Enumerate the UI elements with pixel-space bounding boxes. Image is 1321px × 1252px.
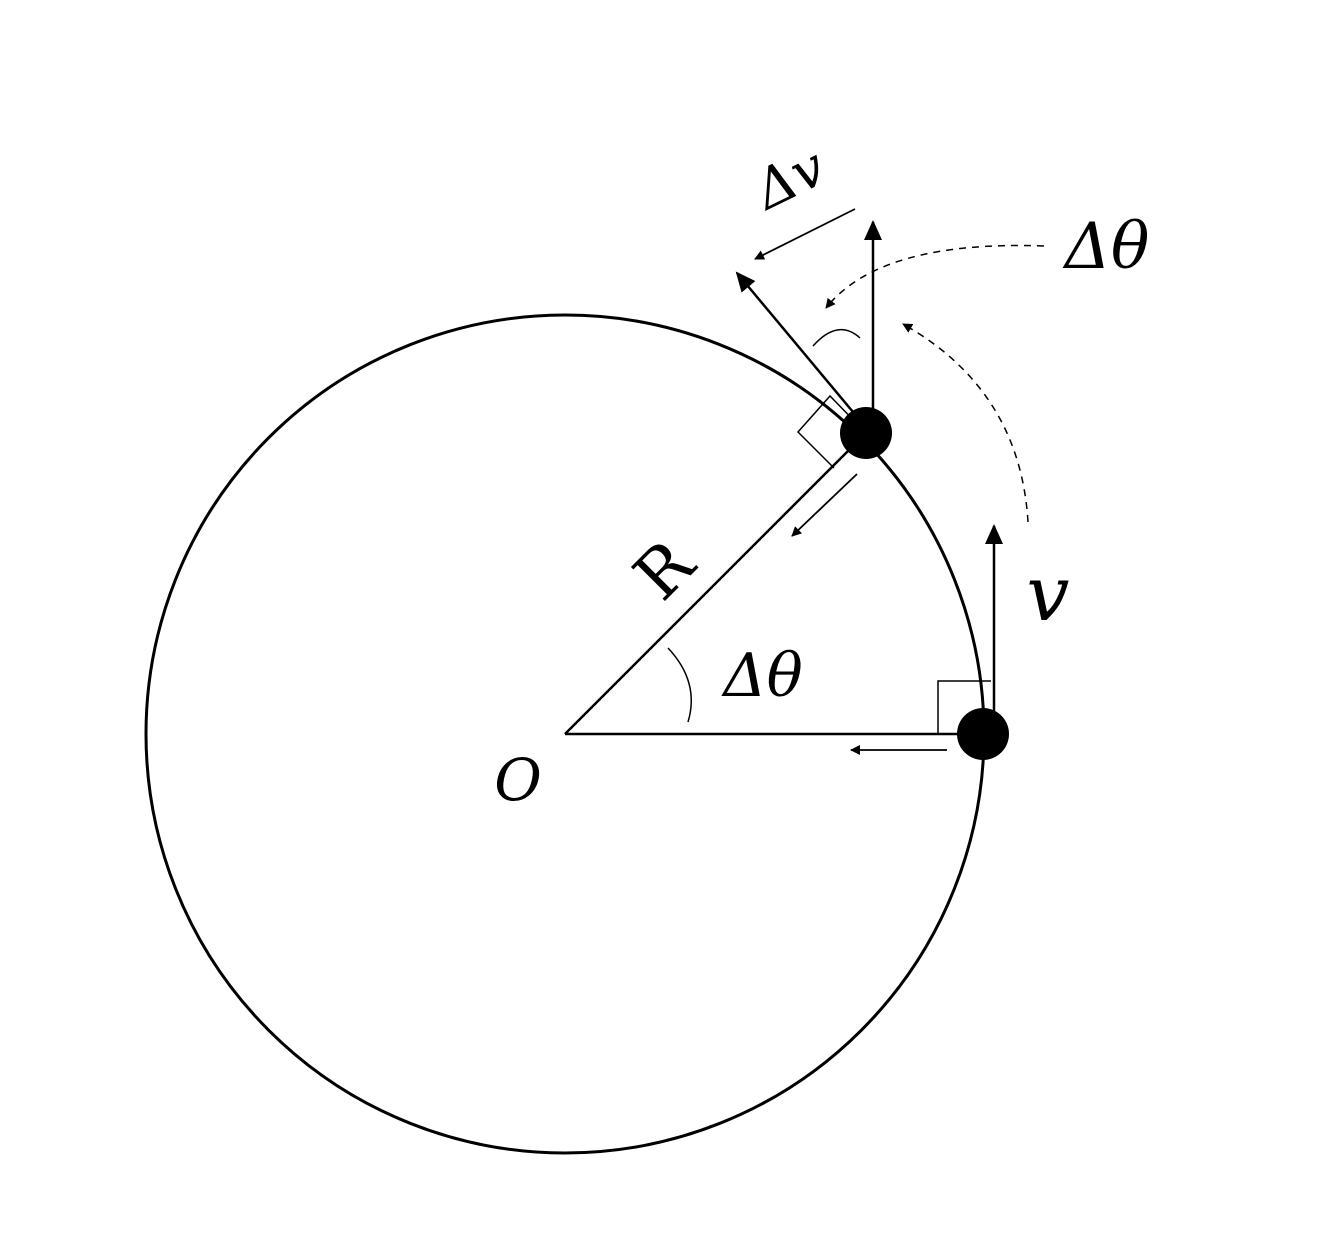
particle-right	[957, 708, 1009, 760]
center-label: O	[494, 746, 542, 814]
velocity-vector-rotated	[735, 271, 859, 419]
delta-theta-center-label: Δθ	[721, 641, 802, 711]
center-angle-arc	[667, 647, 692, 723]
right-angle-marker-right	[937, 680, 991, 734]
velocity-label: v	[1027, 549, 1070, 638]
dashed-rotation-arrow	[902, 323, 1029, 523]
velocity-angle-arc	[812, 329, 861, 347]
particle-upper	[840, 407, 892, 459]
radius-line-rotated	[564, 432, 867, 735]
centripetal-arrow-upper	[791, 473, 858, 537]
delta-v-arrow	[754, 208, 856, 260]
dashed-label-pointer	[825, 244, 1045, 309]
delta-theta-outer-label: Δθ	[1062, 210, 1150, 284]
delta-v-label: Δv	[743, 135, 835, 223]
